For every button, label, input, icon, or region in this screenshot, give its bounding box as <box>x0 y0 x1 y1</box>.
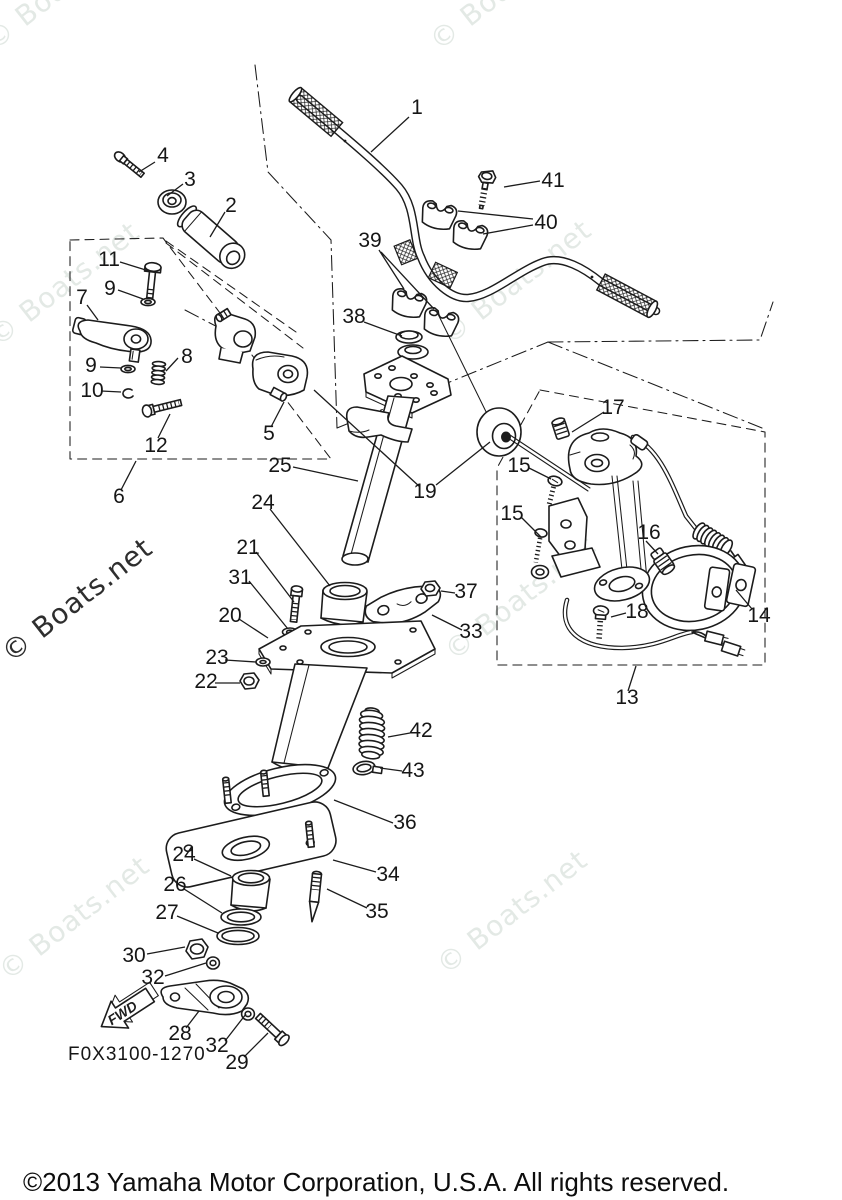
holder-upper-1 <box>417 198 459 234</box>
damper-3 <box>157 189 187 215</box>
copyright-text: ©2013 Yamaha Motor Corporation, U.S.A. A… <box>23 1167 730 1197</box>
holder-lower-2 <box>419 305 461 341</box>
bolt-41 <box>477 170 497 210</box>
bolt-29 <box>254 1012 290 1047</box>
steering-arm-28 <box>160 979 250 1016</box>
steering-stem-lower <box>271 663 368 774</box>
holder-lower-1 <box>387 286 429 322</box>
bolt-12 <box>141 398 183 418</box>
bolt-11 <box>143 261 162 301</box>
detail-box-6 <box>69 237 332 460</box>
plate-33 <box>364 584 442 625</box>
bolt-4 <box>113 151 145 179</box>
spring-8 <box>150 360 167 386</box>
nut-22 <box>239 672 260 690</box>
spring-42 <box>358 707 386 760</box>
screw-15b <box>533 528 548 563</box>
diagram-artwork: FWD <box>69 64 774 1058</box>
clamp-43 <box>352 760 384 776</box>
bushing-24-lower <box>230 869 271 912</box>
nut-37 <box>420 580 441 597</box>
crown-plate <box>363 355 452 419</box>
handlebar <box>288 86 661 319</box>
grommet-19 <box>476 407 522 457</box>
washers-38 <box>395 330 429 360</box>
lever-bracket <box>213 307 257 364</box>
grip-left <box>288 86 344 138</box>
stud-35 <box>308 870 323 923</box>
cable-housing-17 <box>567 428 643 486</box>
grip-right <box>595 273 659 319</box>
plate-20 <box>258 620 436 679</box>
screw-18 <box>592 605 610 642</box>
base-plate <box>593 566 651 602</box>
lever-7 <box>77 319 152 363</box>
clip-10 <box>122 388 134 399</box>
detail-box-13 <box>496 389 766 666</box>
fwd-arrow: FWD <box>100 981 159 1029</box>
part-code: F0X3100-1270 <box>68 1044 206 1065</box>
nut-30 <box>185 938 209 960</box>
rod-2 <box>176 205 246 270</box>
leader-lines <box>86 116 753 1058</box>
switch-housing-5 <box>251 351 309 402</box>
steering-stem-upper <box>341 395 415 566</box>
screw-15a <box>546 475 563 505</box>
holder-upper-2 <box>448 218 490 254</box>
cap-17 <box>551 417 570 440</box>
bracket-15 <box>548 497 601 578</box>
bushing-24-upper <box>320 581 368 626</box>
bolt-21 <box>289 585 304 623</box>
